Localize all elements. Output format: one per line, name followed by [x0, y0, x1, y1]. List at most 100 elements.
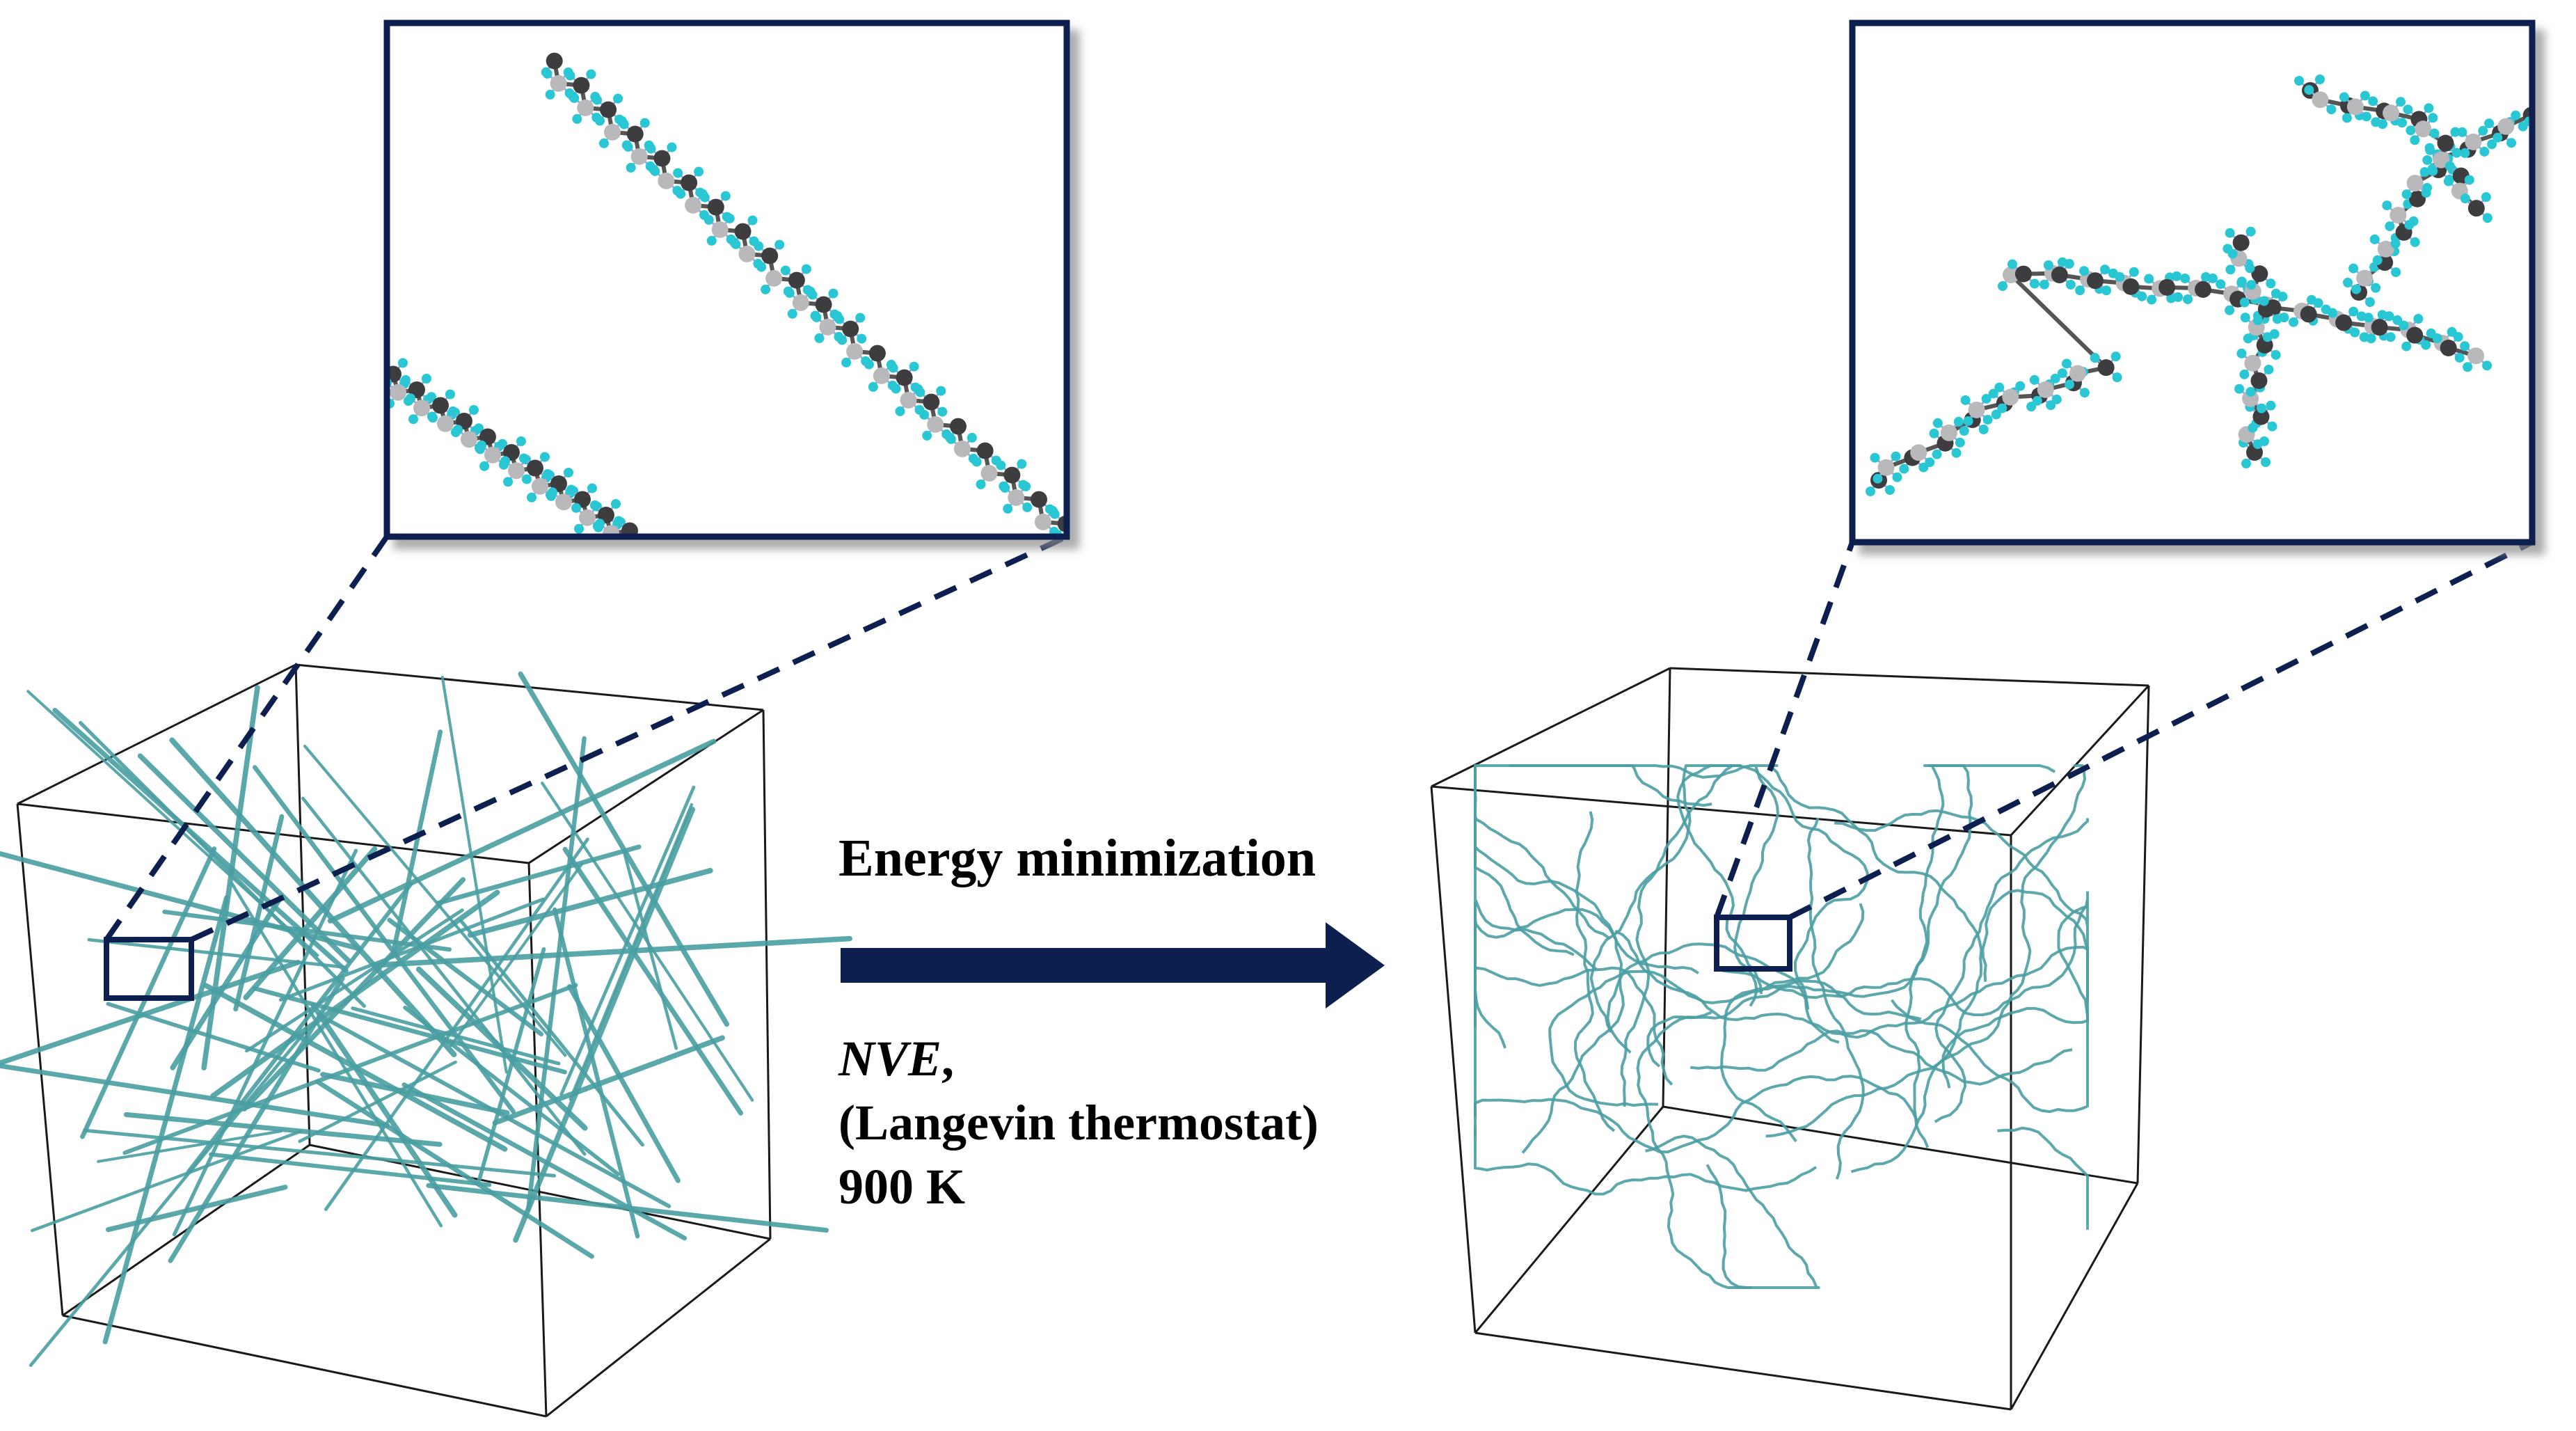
polymer-chain	[327, 738, 717, 924]
hydrogen-atom	[2571, 108, 2576, 118]
polymer-chain	[1614, 929, 2089, 1039]
polymer-chain	[83, 1128, 557, 1178]
polymer-chain	[513, 807, 696, 1243]
hydrogen-atom	[2241, 459, 2251, 468]
hydrogen-atom	[2492, 132, 2503, 143]
carbon-atom	[2244, 354, 2261, 372]
hydrogen-atom	[408, 414, 419, 425]
polymer-chain	[0, 1063, 390, 1128]
hydrogen-atom	[996, 460, 1006, 471]
hydrogen-atom	[2313, 298, 2323, 308]
hydrogen-atom	[587, 483, 597, 493]
polymer-chain	[301, 796, 587, 1156]
hydrogen-atom	[2390, 238, 2401, 248]
carbon-atom	[873, 367, 890, 384]
polymer-chain	[1891, 900, 2089, 1114]
polymer-chain	[0, 851, 360, 951]
hydrogen-atom	[2404, 220, 2415, 230]
polymer-chain	[1690, 1029, 2073, 1086]
hydrogen-atom	[598, 539, 607, 549]
hydrogen-atom	[2410, 237, 2420, 247]
hydrogen-atom	[2240, 313, 2250, 323]
carbon-atom	[526, 459, 543, 477]
carbon-atom	[842, 320, 859, 338]
hydrogen-atom	[2343, 278, 2353, 287]
hydrogen-atom	[2079, 266, 2090, 276]
hydrogen-atom	[2115, 271, 2125, 282]
polymer-chain	[622, 850, 678, 1050]
hydrogen-atom	[1991, 409, 2001, 420]
carbon-atom	[949, 418, 967, 435]
carbon-atom	[546, 52, 563, 70]
hydrogen-atom	[1998, 281, 2007, 291]
hydrogen-atom	[1953, 416, 1964, 427]
hydrogen-atom	[1870, 452, 1880, 463]
hydrogen-atom	[2065, 379, 2075, 390]
hydrogen-atom	[841, 357, 852, 367]
hydrogen-atom	[694, 166, 704, 177]
hydrogen-atom	[971, 457, 982, 467]
hydrogen-atom	[566, 484, 576, 495]
hydrogen-atom	[599, 138, 610, 148]
zoom-guide-line	[190, 534, 1068, 942]
hydrogen-atom	[2464, 175, 2474, 185]
hydrogen-atom	[1071, 508, 1081, 518]
hydrogen-atom	[2252, 315, 2263, 326]
polymer-chain	[1474, 901, 1699, 1027]
hydrogen-atom	[1885, 485, 1895, 495]
carbon-atom	[1940, 424, 1957, 441]
hydrogen-atom	[2454, 352, 2465, 363]
carbon-atom	[2467, 200, 2485, 217]
polymer-chain	[80, 846, 217, 1139]
carbon-atom	[846, 342, 864, 360]
polymer-chain	[436, 844, 642, 906]
hydrogen-atom	[518, 453, 529, 464]
hydrogen-atom	[936, 386, 946, 396]
hydrogen-atom	[1955, 437, 1965, 448]
hydrogen-atom	[2453, 331, 2463, 342]
hydrogen-atom	[2243, 333, 2253, 344]
carbon-atom	[711, 221, 729, 238]
carbon-atom	[630, 148, 648, 165]
carbon-atom	[2037, 381, 2054, 398]
hydrogen-atom	[891, 384, 901, 394]
polymer-chain	[477, 947, 546, 1183]
hydrogen-atom	[610, 498, 621, 509]
hydrogen-atom	[474, 423, 484, 434]
hydrogen-atom	[2100, 264, 2110, 275]
hydrogen-atom	[2460, 148, 2470, 158]
polymer-chain	[459, 919, 644, 1147]
carbon-atom	[573, 77, 590, 94]
hydrogen-atom	[574, 523, 585, 534]
hydrogen-atom	[2328, 308, 2338, 318]
hydrogen-atom	[2266, 278, 2276, 289]
hydrogen-atom	[2457, 127, 2467, 137]
hydrogen-atom	[1017, 459, 1027, 469]
polymer-chain	[1474, 963, 1673, 1138]
box-right-edge	[1662, 1105, 2138, 1185]
hydrogen-atom	[2410, 135, 2420, 145]
carbon-atom	[1031, 491, 1048, 508]
polymer-chain	[1722, 891, 2089, 1017]
polymer-chain	[401, 1082, 687, 1241]
hydrogen-atom	[2245, 226, 2256, 237]
hydrogen-atom	[811, 312, 822, 322]
zoom-region-left	[104, 937, 194, 1001]
carbon-atom	[953, 440, 971, 457]
hydrogen-atom	[2482, 213, 2492, 223]
carbon-atom	[437, 415, 454, 432]
hydrogen-atom	[2460, 193, 2470, 204]
hydrogen-atom	[828, 288, 838, 299]
hydrogen-atom	[2482, 361, 2492, 371]
hydrogen-atom	[1932, 449, 1942, 459]
hydrogen-atom	[445, 389, 455, 400]
carbon-atom	[532, 477, 549, 495]
hydrogen-atom	[2101, 285, 2112, 296]
hydrogen-atom	[2236, 348, 2247, 358]
hydrogen-atom	[569, 93, 580, 103]
hydrogen-atom	[784, 287, 795, 298]
box-right-edge	[1431, 785, 2012, 837]
bond	[2538, 99, 2547, 110]
hydrogen-atom	[864, 359, 874, 370]
hydrogen-atom	[2180, 273, 2191, 283]
